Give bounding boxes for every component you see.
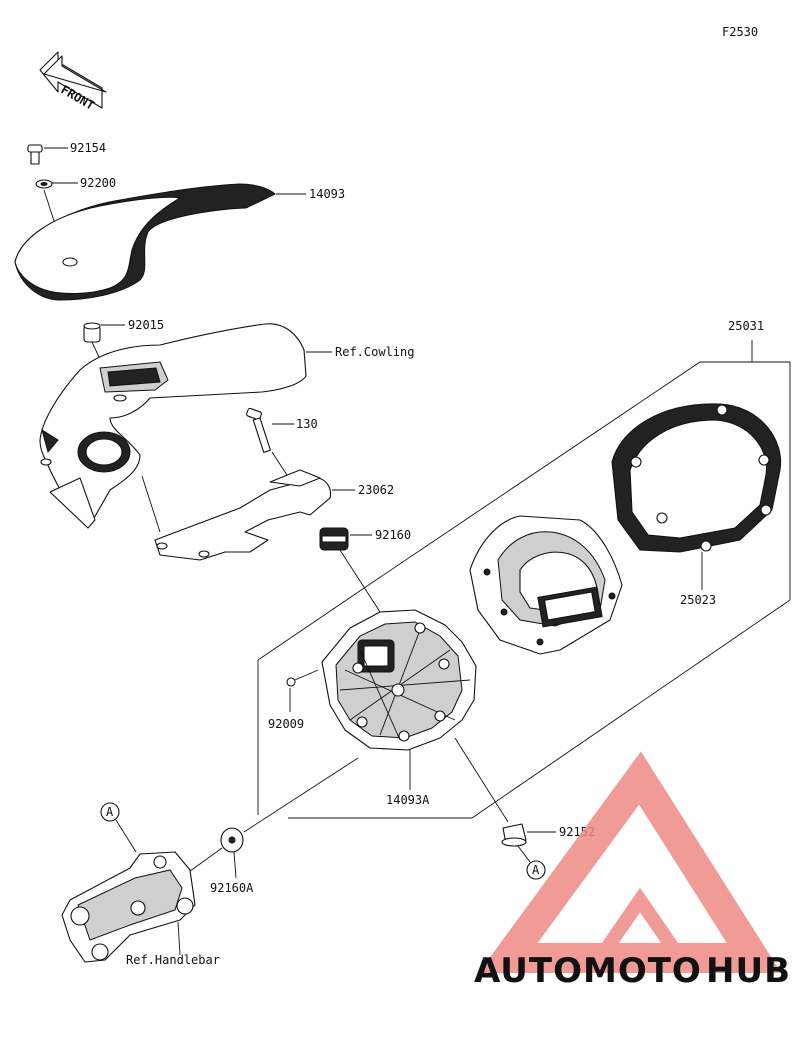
ref-cowling-label: Ref.Cowling [335, 345, 414, 359]
callout-25031: 25031 [728, 319, 764, 333]
callout-92015: 92015 [128, 318, 164, 332]
marker-a-right: A [526, 860, 546, 880]
watermark-hub: HUB [706, 951, 791, 991]
svg-text:A: A [106, 805, 114, 819]
meter-case-14093A [321, 609, 477, 790]
collar-92152 [454, 737, 556, 863]
meter-unit [469, 515, 623, 655]
svg-text:A: A [532, 863, 540, 877]
callout-14093: 14093 [309, 187, 345, 201]
watermark-logo [478, 751, 782, 973]
callout-25023: 25023 [680, 593, 716, 607]
handlebar-clamp [61, 851, 196, 963]
callout-92009: 92009 [268, 717, 304, 731]
meter-lens-25023 [611, 403, 782, 590]
bracket-23062 [141, 469, 355, 561]
watermark-auto: AUTO [474, 951, 583, 991]
front-arrow-icon: FRONT [39, 51, 107, 113]
bolt-92154 [27, 144, 68, 165]
figure-code: F2530 [722, 25, 758, 39]
watermark-moto: MOTO [583, 951, 702, 991]
callout-92160A: 92160A [210, 881, 254, 895]
grommet-92160 [319, 527, 381, 613]
meter-cover-14093 [14, 183, 306, 301]
assembly-frame-25031 [257, 340, 791, 819]
ref-handlebar-label: Ref.Handlebar [126, 953, 220, 967]
callout-130: 130 [296, 417, 318, 431]
callout-23062: 23062 [358, 483, 394, 497]
screw-92009 [286, 669, 319, 712]
cowling [39, 323, 332, 529]
callout-14093A: 14093A [386, 793, 430, 807]
callout-92200: 92200 [80, 176, 116, 190]
marker-a-left: A [100, 802, 137, 853]
callout-92160: 92160 [375, 528, 411, 542]
watermark-text: AUTO MOTO HUB [474, 951, 791, 991]
callout-92154: 92154 [70, 141, 106, 155]
grommet-92160A [149, 757, 359, 901]
